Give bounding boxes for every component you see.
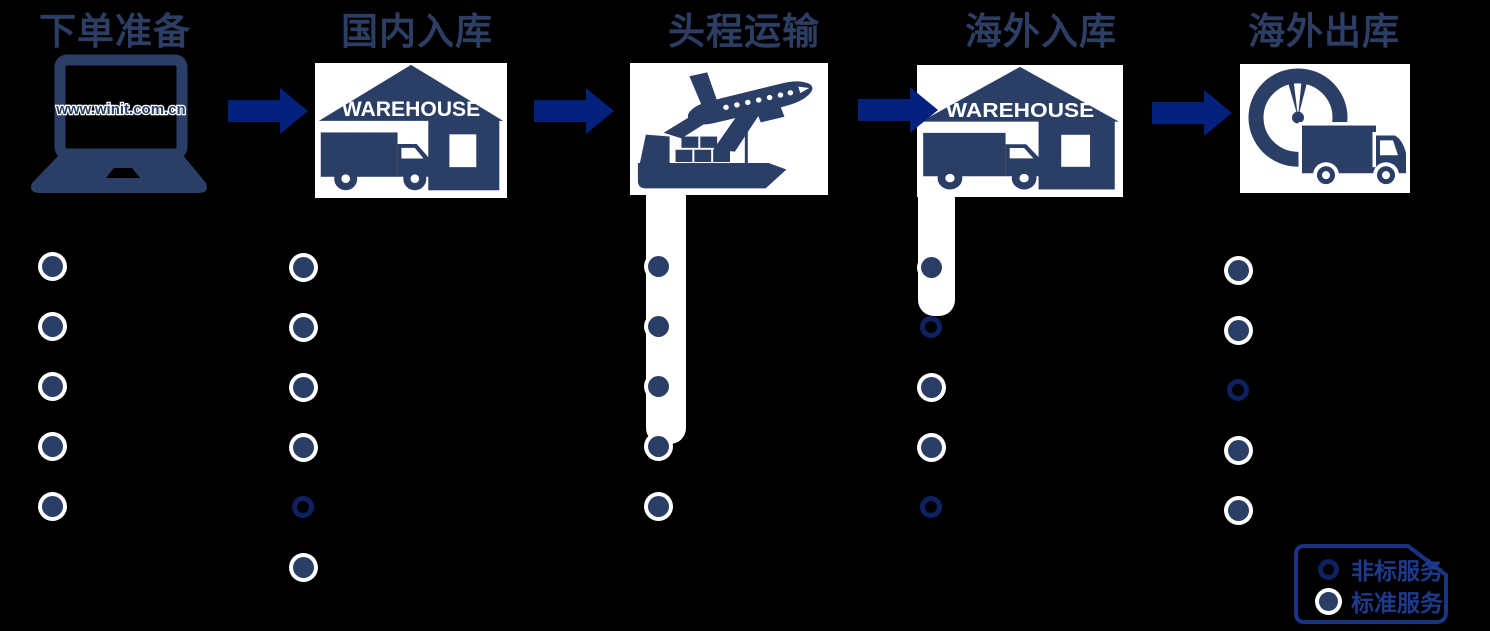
service-dot-standard [288,252,318,282]
legend-label: 非标服务 [1351,558,1443,584]
flow-arrow [534,87,614,135]
service-bullets-first-leg-transport [643,251,673,521]
service-dot-standard [916,252,946,282]
laptop-screen-url: www.winit.com.cn [55,101,185,118]
flow-arrow [1152,89,1232,137]
service-dot-standard [1223,315,1253,345]
service-bullets-domestic-inbound [288,252,318,582]
warehouse-roof-label: WAREHOUSE [342,98,480,121]
service-bullets-overseas-outbound [1223,255,1253,525]
service-dot-standard [37,491,67,521]
service-dot-standard [288,432,318,462]
stage-title-order-prep: 下单准备 [39,11,191,52]
service-dot-nonstandard [1223,375,1253,405]
legend-item-nonstandard: 非标服务 [1314,555,1443,584]
warehouse-truck-icon: WAREHOUSE [315,63,507,198]
standard-service-dot-icon [1314,587,1342,615]
legend-box [1292,542,1450,626]
service-dot-standard [288,552,318,582]
legend: 非标服务 标准服务 [1314,555,1443,616]
clock-truck-icon [1240,64,1410,193]
service-dot-standard [643,311,673,341]
warehouse-truck-icon: WAREHOUSE [917,65,1123,197]
service-bullets-overseas-inbound [916,252,946,522]
service-bullets-order-prep [37,251,67,521]
stage-title-domestic-inbound: 国内入库 [341,11,493,52]
plane-ship-icon [630,63,828,195]
service-dot-standard [288,372,318,402]
stage-title-first-leg-transport: 头程运输 [668,11,820,52]
service-dot-nonstandard [916,492,946,522]
service-dot-nonstandard [288,492,318,522]
service-dot-standard [1223,495,1253,525]
flow-arrow [858,86,938,134]
stage-title-overseas-inbound: 海外入库 [965,11,1117,52]
service-dot-standard [916,372,946,402]
service-dot-standard [288,312,318,342]
service-dot-standard [37,431,67,461]
service-dot-standard [643,431,673,461]
service-dot-standard [1223,435,1253,465]
service-dot-standard [37,251,67,281]
service-dot-standard [643,491,673,521]
service-dot-standard [916,432,946,462]
legend-label: 标准服务 [1351,590,1443,616]
warehouse-roof-label: WAREHOUSE [946,98,1095,122]
service-dot-nonstandard [916,312,946,342]
service-dot-standard [643,371,673,401]
nonstandard-service-dot-icon [1314,555,1342,583]
service-dot-standard [1223,255,1253,285]
service-dot-standard [37,311,67,341]
stage-title-overseas-outbound: 海外出库 [1248,11,1400,52]
flow-arrow [228,87,308,135]
service-dot-standard [37,371,67,401]
service-dot-standard [643,251,673,281]
laptop-icon: www.winit.com.cn [28,54,210,195]
legend-item-standard: 标准服务 [1314,587,1443,616]
